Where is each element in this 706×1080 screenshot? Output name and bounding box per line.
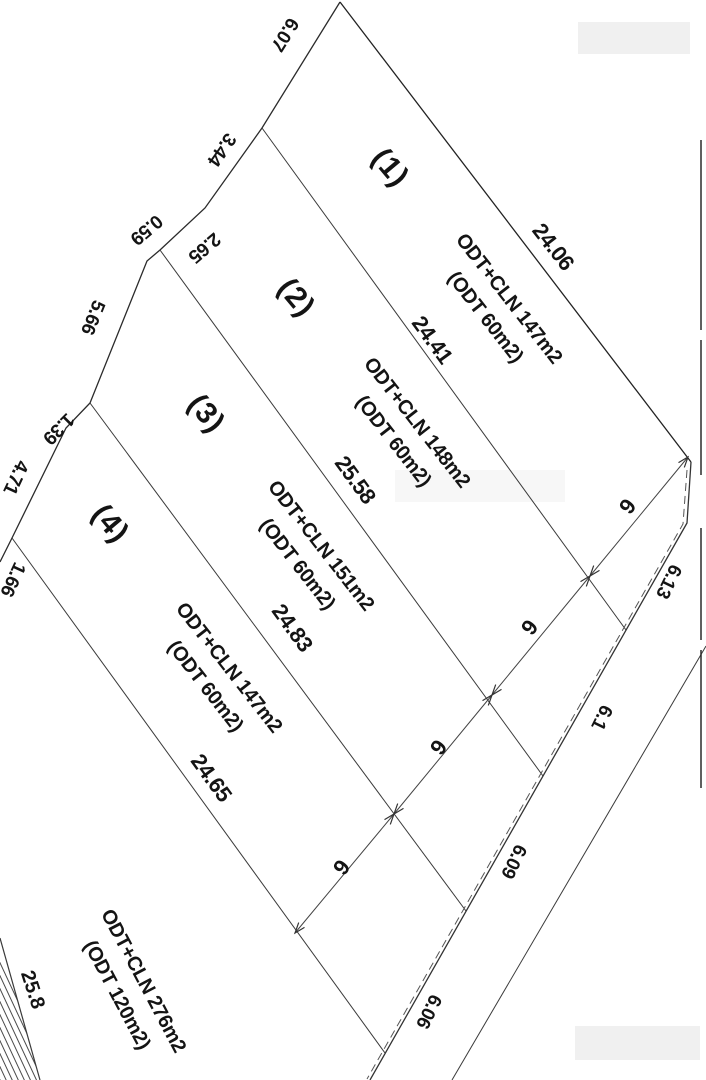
divider-2-3-line [159, 249, 544, 777]
scan-artifact-patch [575, 1026, 700, 1060]
road-edge-dashed-line [366, 469, 688, 1080]
divider-3-4-line [89, 402, 467, 912]
scan-artifact-patch [578, 22, 690, 54]
road-far-edge-line [451, 645, 706, 1080]
left-boundary-line [0, 1, 341, 563]
road-edge-line [369, 461, 692, 1080]
parcel1-ne-boundary-line [339, 1, 692, 463]
hatch-edge-line [0, 937, 41, 1080]
divider-1-2-line [261, 127, 627, 631]
scan-artifact-patch [395, 470, 565, 502]
divider-4-out-line [11, 537, 386, 1054]
dim-arrowheads [293, 455, 690, 935]
